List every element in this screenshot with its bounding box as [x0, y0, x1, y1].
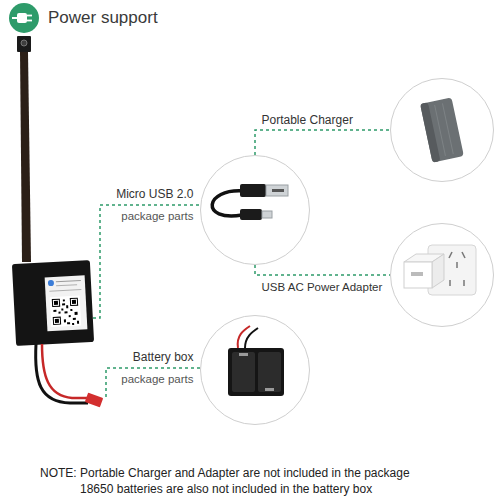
leader-line: [93, 205, 200, 318]
device-circle: USB AC Power Adapter: [390, 223, 494, 327]
outlet-slot: [449, 280, 451, 286]
black-wire: [36, 344, 88, 403]
qr-finder: [55, 319, 59, 323]
note-text: NOTE: Portable Charger and Adapter are n…: [40, 466, 410, 480]
battery-cell-slot: [232, 352, 255, 392]
adapter-port: [411, 272, 423, 276]
module-sticker: [45, 275, 88, 331]
red-wire: [42, 344, 88, 398]
wall-adapter-picture: [404, 245, 476, 295]
plug-body: [17, 13, 27, 23]
note-text: 18650 batteries are also not included in…: [80, 482, 372, 496]
module-box: [12, 260, 94, 346]
outlet-slot: [463, 280, 465, 286]
device-circle: Portable Charger: [390, 78, 494, 182]
qr-finder: [71, 299, 77, 305]
qr-module: [66, 305, 68, 308]
battery-spring: [265, 388, 274, 391]
usb-a-body: [240, 184, 266, 197]
plug-cord: [12, 17, 17, 19]
qr-module: [53, 310, 56, 312]
dashed-connector: [255, 130, 390, 155]
power-bank-stripe: [442, 103, 453, 154]
power-bank-side: [420, 102, 440, 162]
qr-module: [58, 312, 60, 314]
outlet-slot: [456, 262, 458, 268]
qr-finder: [70, 298, 78, 306]
micro-usb-body: [240, 209, 262, 220]
part-heading: Portable Charger: [262, 113, 353, 127]
sticker-print: [49, 289, 81, 291]
adapter-front: [404, 262, 432, 288]
dashed-connector: [255, 265, 390, 275]
wall-outlet: [428, 245, 476, 295]
qr-module: [70, 309, 72, 311]
page-title: Power support: [48, 8, 158, 28]
plug-prong: [27, 15, 32, 17]
qr-module: [67, 322, 70, 324]
battery-holder: [228, 348, 284, 396]
battery-cell-slot: [258, 352, 281, 392]
qr-module: [64, 311, 67, 313]
qr-module: [77, 321, 79, 324]
adapter-side: [432, 254, 444, 288]
power-bank-picture: [420, 97, 464, 162]
outlet-slot: [449, 252, 452, 258]
qr-module: [61, 308, 63, 310]
leader-lines: [93, 205, 200, 397]
part-heading: Micro USB 2.0: [116, 187, 193, 201]
qr-module: [69, 315, 71, 317]
part-note: package parts: [121, 209, 193, 223]
qr-code: [50, 296, 82, 328]
qr-finder: [53, 317, 61, 325]
camera-module: [12, 36, 103, 407]
ribbon-cable: [20, 52, 31, 262]
battery-box-picture: [228, 326, 284, 396]
sticker-print: [56, 285, 77, 286]
qr-finder: [54, 318, 60, 324]
battery-spring: [239, 353, 248, 356]
qr-module: [62, 303, 65, 305]
icon-disc: [9, 3, 39, 33]
plug-prong: [27, 20, 32, 22]
camera-head: [17, 36, 31, 52]
sticker-print: [56, 281, 81, 282]
device-circle: Micro USB 2.0package parts: [200, 155, 310, 265]
battery-black-wire: [245, 328, 258, 348]
qr-finder: [72, 300, 76, 304]
qr-finder: [54, 301, 58, 305]
usb-a-metal: [266, 185, 288, 196]
qr-module: [72, 323, 74, 325]
leader-line: [106, 368, 200, 397]
qr-finder: [52, 299, 60, 307]
sticker-logo: [48, 280, 54, 286]
qr-module: [64, 319, 66, 322]
part-heading: USB AC Power Adapter: [262, 280, 383, 294]
red-connector: [85, 393, 103, 408]
device-circle: Battery boxpackage parts: [200, 315, 310, 425]
qr-module: [73, 318, 76, 320]
part-heading: Battery box: [133, 350, 194, 364]
outlet-slot: [462, 252, 465, 258]
power-icon: [9, 3, 39, 33]
qr-module: [74, 312, 77, 315]
power-bank: [420, 97, 464, 162]
usb-cable-picture: [212, 184, 288, 220]
camera-lens: [21, 40, 27, 46]
part-note: package parts: [121, 372, 193, 386]
power-bank-stripe: [435, 105, 446, 156]
qr-module: [63, 299, 65, 301]
usb-cable: [212, 191, 244, 216]
qr-finder: [53, 300, 59, 306]
micro-usb-metal: [262, 211, 272, 218]
module-housing: [12, 260, 94, 346]
usb-a-tongue: [272, 189, 284, 192]
